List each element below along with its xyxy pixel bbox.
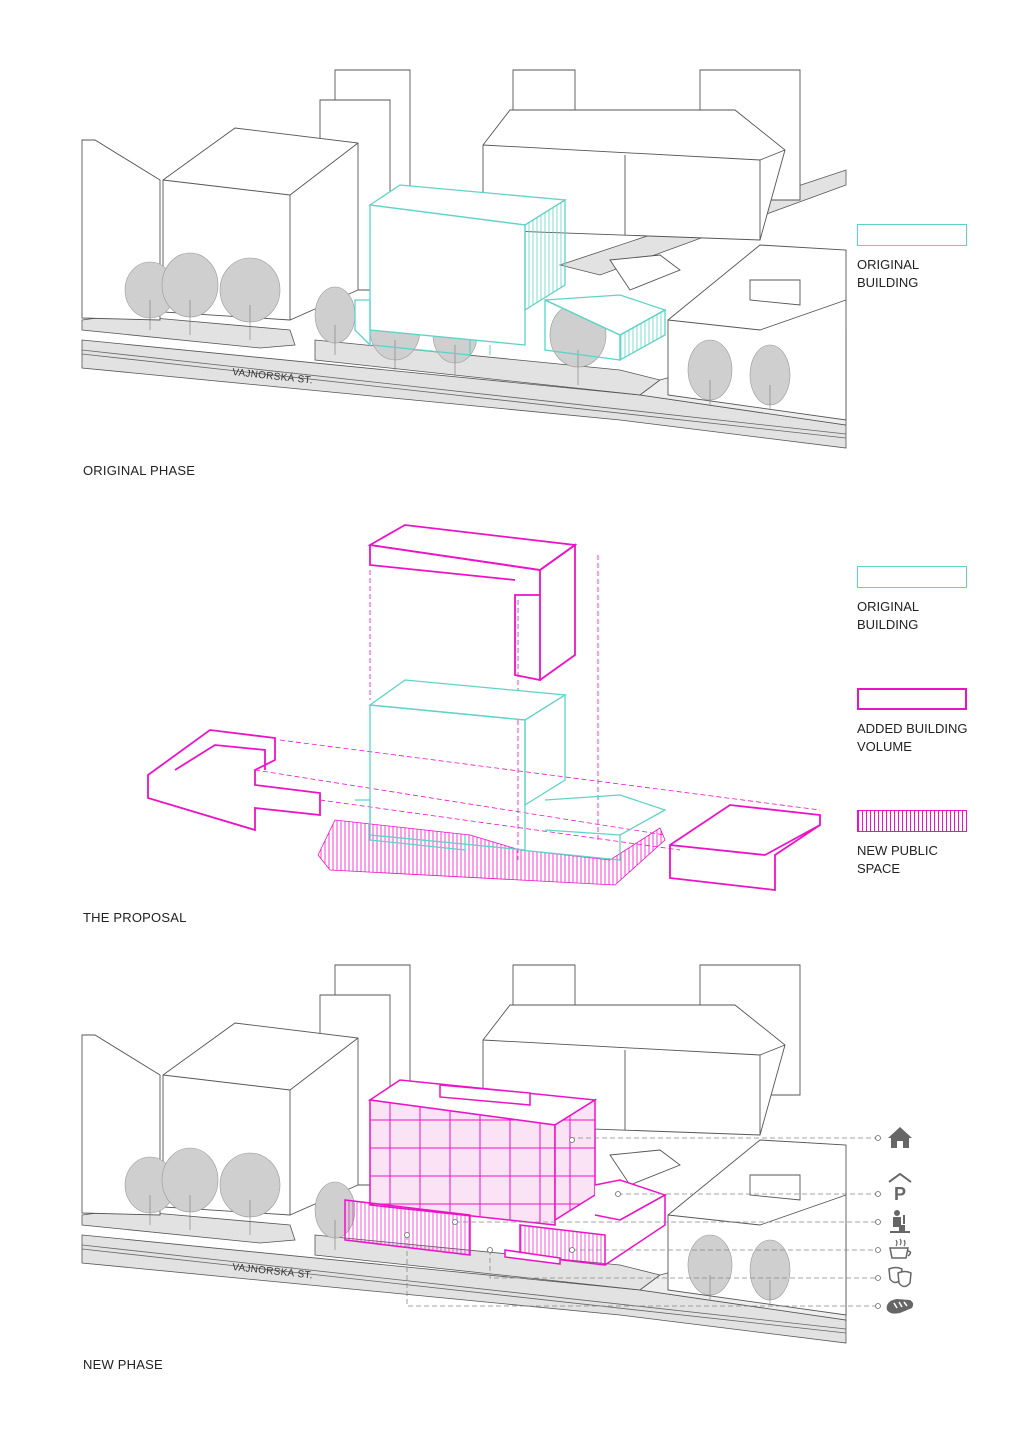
bread-icon bbox=[886, 1299, 914, 1314]
house-icon bbox=[888, 1127, 912, 1148]
legend-label-added: ADDED BUILDING VOLUME bbox=[857, 721, 968, 754]
original-building bbox=[354, 184, 667, 362]
caption-proposal: THE PROPOSAL bbox=[83, 910, 187, 925]
legend-swatch-original-1 bbox=[857, 224, 967, 246]
program-leader-dots bbox=[404, 1135, 881, 1309]
parking-icon: P bbox=[888, 1172, 912, 1204]
parking-letter: P bbox=[894, 1184, 906, 1204]
caption-new-phase: NEW PHASE bbox=[83, 1357, 163, 1372]
worker-icon bbox=[890, 1210, 910, 1233]
theatre-masks-icon bbox=[888, 1266, 912, 1288]
original-phase-drawing: VAJNORSKÁ ST. bbox=[81, 69, 847, 449]
legend-label-original-1: ORIGINAL BUILDING bbox=[857, 257, 920, 290]
legend-swatch-added bbox=[857, 688, 967, 710]
legend-swatch-public-space bbox=[857, 810, 967, 832]
legend-swatch-original-2 bbox=[857, 566, 967, 588]
trees bbox=[124, 1147, 791, 1305]
new-phase-drawing: VAJNORSKÁ ST. bbox=[81, 964, 914, 1344]
new-public-space bbox=[317, 819, 666, 886]
legend-label-public-space: NEW PUBLIC SPACE bbox=[857, 843, 938, 876]
coffee-icon bbox=[889, 1238, 912, 1259]
proposal-drawing bbox=[147, 524, 821, 892]
caption-original-phase: ORIGINAL PHASE bbox=[83, 463, 196, 478]
added-volumes bbox=[147, 524, 821, 892]
new-building bbox=[344, 1079, 667, 1266]
legend-label-original-2: ORIGINAL BUILDING bbox=[857, 599, 920, 632]
original-building bbox=[355, 679, 667, 861]
